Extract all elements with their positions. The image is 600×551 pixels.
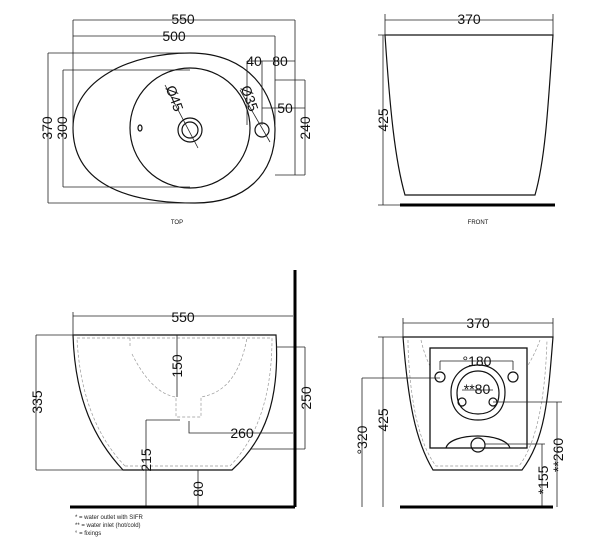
dim-260: **260 — [550, 438, 566, 472]
basin-outline — [72, 52, 276, 204]
note-inlet: ** = water inlet (hot/cold) — [75, 523, 141, 529]
dim-550: 550 — [171, 11, 195, 27]
note-fixings: ° = fixings — [75, 531, 101, 537]
back-view: 370 °180 **80 425 °320 *155 **260 — [354, 315, 566, 509]
inlet-left — [457, 397, 467, 407]
dim-260: 260 — [230, 425, 254, 441]
dim-320: °320 — [354, 425, 370, 454]
drain-icon — [177, 117, 203, 143]
dim-dia35: Ø35 — [238, 83, 262, 114]
dim-250: 250 — [298, 386, 314, 410]
fixing-hole-right — [507, 371, 519, 383]
top-view: 550 500 40 80 50 370 300 240 Ø45 Ø35 TOP — [39, 11, 313, 226]
dim-370: 370 — [457, 11, 481, 27]
back-outline — [402, 336, 554, 471]
view-label-top: TOP — [171, 220, 183, 226]
note-outlet: * = water outlet with SIFR — [75, 515, 144, 521]
view-label-front: FRONT — [468, 220, 489, 226]
side-outline — [72, 334, 278, 471]
dim-300: 300 — [54, 116, 70, 140]
front-view: 370 425 FRONT — [375, 11, 555, 226]
dim-155: *155 — [535, 465, 551, 494]
mounting-plate — [429, 347, 528, 449]
overflow-icon — [137, 124, 143, 132]
dim-370: 370 — [466, 315, 490, 331]
dim-215: 215 — [138, 448, 154, 472]
dim-335: 335 — [29, 390, 45, 414]
fixing-hole-left — [434, 371, 446, 383]
dim-180: °180 — [463, 353, 492, 369]
dim-80: 80 — [190, 481, 206, 497]
dim-240: 240 — [297, 116, 313, 140]
dim-40: 40 — [246, 53, 262, 69]
dim-370: 370 — [39, 116, 55, 140]
outlet-icon — [470, 437, 486, 453]
dim-dia45: Ø45 — [163, 83, 187, 114]
dim-500: 500 — [162, 28, 186, 44]
dim-50: 50 — [277, 100, 293, 116]
dim-80: **80 — [464, 381, 491, 397]
bowl-outline — [129, 67, 251, 189]
side-view: 550 335 150 250 260 215 80 * = water out… — [29, 270, 314, 537]
dim-550: 550 — [171, 309, 195, 325]
front-outline — [384, 34, 554, 196]
dim-150: 150 — [169, 354, 185, 378]
dim-425: 425 — [375, 408, 391, 432]
dim-80: 80 — [272, 53, 288, 69]
tap-hole-icon — [254, 122, 270, 138]
dim-425: 425 — [375, 108, 391, 132]
